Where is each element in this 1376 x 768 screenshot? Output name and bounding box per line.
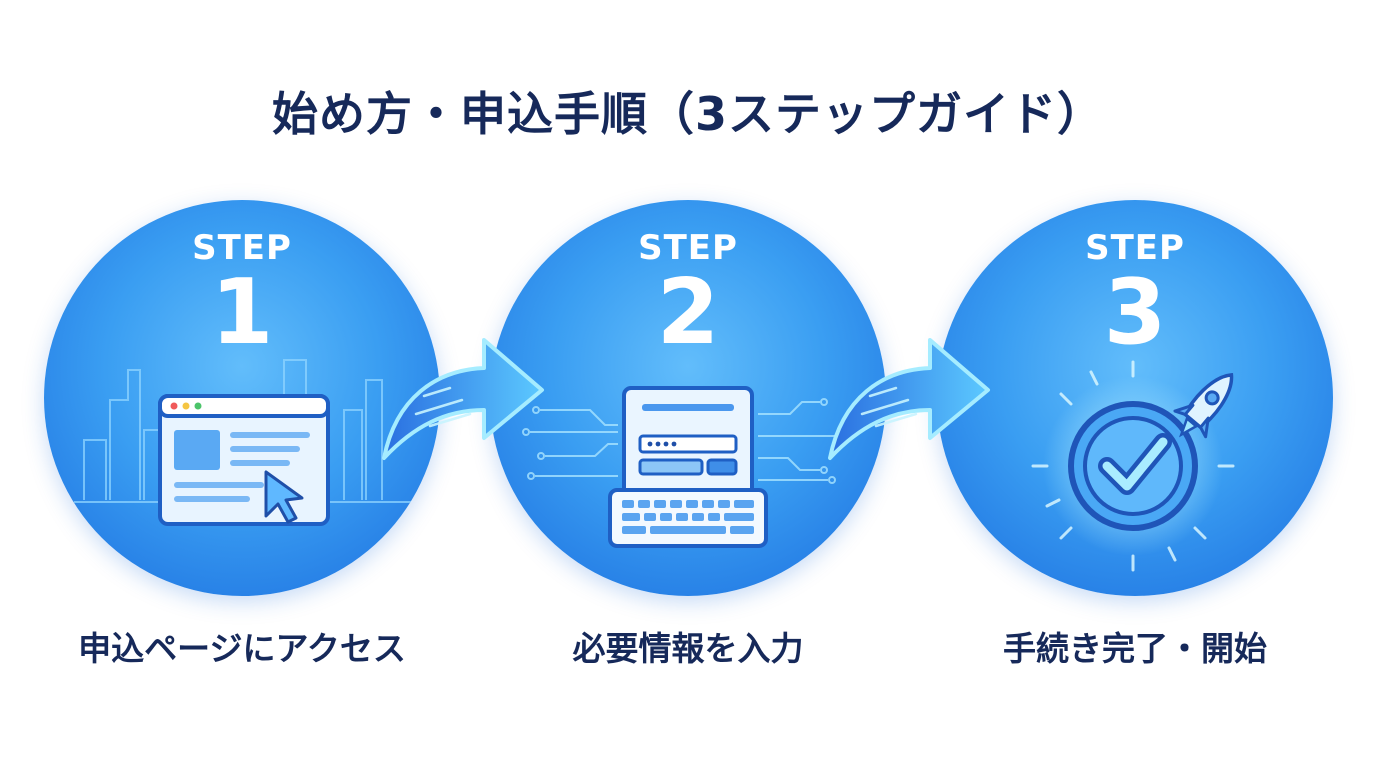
step-2-number: 2 (656, 260, 720, 365)
check-rocket-icon (1031, 360, 1235, 572)
step-1-circle: STEP 1 (44, 200, 440, 596)
arrow-right-icon (828, 338, 990, 460)
step-1-number: 1 (210, 260, 274, 365)
step-3-label: STEP (1085, 228, 1185, 268)
step-3-number: 3 (1103, 260, 1167, 365)
browser-cursor-icon (74, 359, 414, 526)
step-1-caption: 申込ページにアクセス (78, 629, 406, 668)
form-keyboard-icon (522, 386, 843, 548)
step-2-circle: STEP 2 (490, 200, 886, 596)
step-3-circle: STEP 3 (937, 200, 1333, 596)
step-3-caption: 手続き完了・開始 (1003, 629, 1267, 668)
page-title: 始め方・申込手順（3ステップガイド） (271, 87, 1104, 141)
step-2-label: STEP (638, 228, 738, 268)
step-2-caption: 必要情報を入力 (572, 629, 804, 668)
arrow-right-icon (382, 338, 544, 460)
step-1-label: STEP (192, 228, 292, 268)
